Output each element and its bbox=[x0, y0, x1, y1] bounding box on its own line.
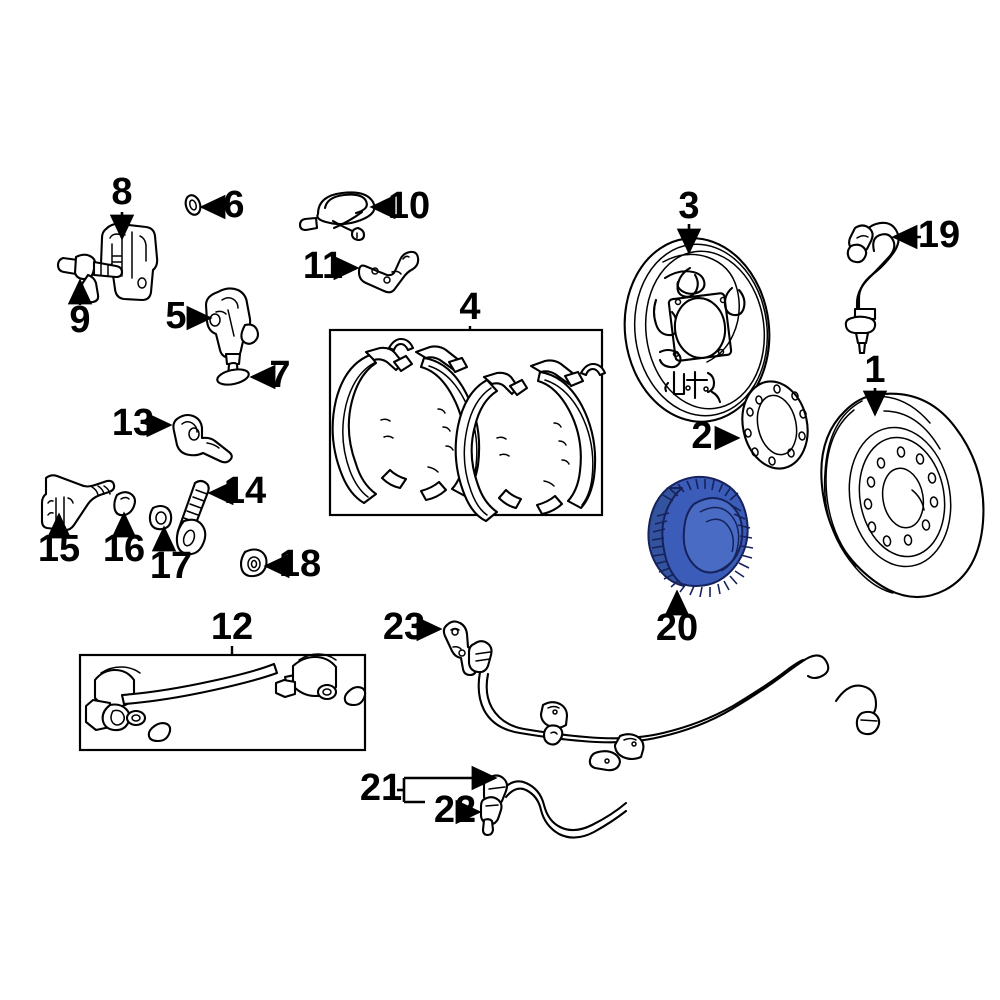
wheel-cylinder-gasket[interactable] bbox=[216, 367, 250, 387]
hose-washer-left bbox=[125, 709, 147, 727]
callout-label-7[interactable]: 7 bbox=[269, 354, 290, 396]
grommet[interactable] bbox=[239, 548, 268, 578]
callout-labels: 1 2 3 4 5 6 7 8 9 10 11 12 13 14 15 16 1… bbox=[38, 171, 960, 831]
callout-label-11[interactable]: 11 bbox=[303, 245, 343, 287]
abs-speed-sensor-wire[interactable] bbox=[467, 640, 881, 839]
callout-label-8[interactable]: 8 bbox=[111, 171, 132, 213]
bleeder-cap[interactable] bbox=[183, 193, 202, 216]
callout-label-1[interactable]: 1 bbox=[864, 349, 885, 391]
callout-label-9[interactable]: 9 bbox=[69, 299, 90, 341]
callout-label-15[interactable]: 15 bbox=[38, 528, 80, 570]
callout-label-23[interactable]: 23 bbox=[383, 606, 425, 648]
callout-label-12[interactable]: 12 bbox=[211, 606, 253, 648]
hose-washer-right bbox=[316, 683, 338, 701]
wheel-cylinder[interactable] bbox=[204, 287, 260, 385]
callout-leaders bbox=[46, 194, 921, 825]
brake-shoe-set-group[interactable] bbox=[328, 326, 607, 523]
callout-label-6[interactable]: 6 bbox=[223, 184, 244, 226]
callout-label-3[interactable]: 3 bbox=[678, 185, 699, 227]
anchor-bracket[interactable] bbox=[40, 474, 116, 532]
adjuster-screw[interactable] bbox=[175, 479, 210, 556]
spring-washer[interactable] bbox=[148, 504, 173, 531]
callout-label-5[interactable]: 5 bbox=[165, 295, 186, 337]
callout-label-20[interactable]: 20 bbox=[656, 607, 698, 649]
callout-label-10[interactable]: 10 bbox=[388, 185, 430, 227]
brake-hose-assembly-group[interactable] bbox=[78, 646, 367, 752]
callout-label-19[interactable]: 19 bbox=[918, 214, 960, 256]
callout-label-21[interactable]: 21 bbox=[360, 767, 402, 809]
hose-clip-right bbox=[343, 686, 367, 707]
abs-sensor-rotor-ring[interactable] bbox=[647, 475, 754, 598]
callout-label-18[interactable]: 18 bbox=[279, 543, 321, 585]
return-spring[interactable] bbox=[298, 191, 376, 242]
brake-shoe-right-pair bbox=[454, 359, 607, 523]
abs-sensor-retainer[interactable] bbox=[479, 796, 503, 837]
parking-brake-bracket[interactable] bbox=[99, 222, 159, 302]
bushing[interactable] bbox=[113, 491, 137, 517]
hose-tube-left bbox=[120, 662, 279, 706]
backing-plate[interactable] bbox=[614, 230, 779, 430]
callout-label-14[interactable]: 14 bbox=[224, 470, 266, 512]
brake-flex-hose[interactable] bbox=[844, 221, 900, 355]
callout-label-4[interactable]: 4 bbox=[459, 286, 480, 328]
shoe-lever[interactable] bbox=[357, 250, 420, 294]
callout-label-2[interactable]: 2 bbox=[691, 415, 712, 457]
brake-shoe-left-pair bbox=[331, 337, 481, 505]
hose-clip-left bbox=[147, 722, 172, 743]
brake-drum-gasket[interactable] bbox=[735, 375, 816, 474]
callout-label-22[interactable]: 22 bbox=[434, 789, 476, 831]
callout-label-16[interactable]: 16 bbox=[103, 528, 145, 570]
cable-clamp[interactable] bbox=[172, 413, 233, 464]
callout-label-13[interactable]: 13 bbox=[112, 402, 154, 444]
callout-label-17[interactable]: 17 bbox=[150, 545, 192, 587]
brake-drum[interactable] bbox=[820, 392, 985, 599]
